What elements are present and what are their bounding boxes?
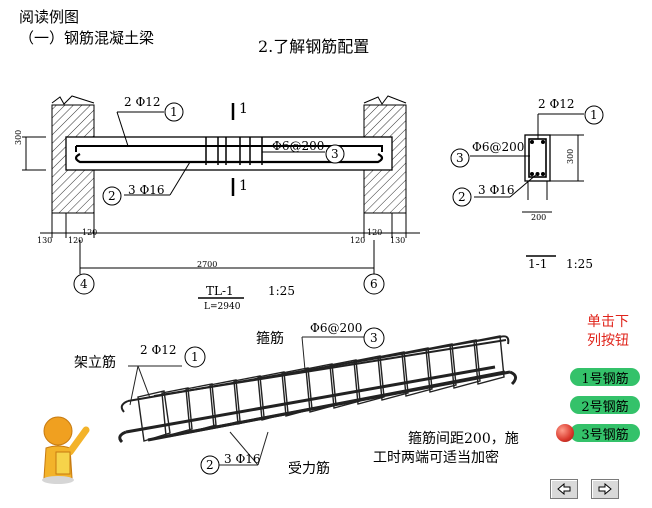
rebar-cage-3d bbox=[118, 327, 517, 475]
arrow-left-icon bbox=[557, 483, 571, 495]
dim-120-right-b: 120 bbox=[367, 228, 383, 237]
page-subtitle: （一）钢筋混凝土梁 bbox=[19, 29, 155, 47]
beam-name: TL-1 bbox=[206, 284, 234, 298]
elev-top-rebar: 2 Φ12 bbox=[124, 95, 161, 109]
dim-130-left: 130 bbox=[37, 236, 53, 245]
section-mark-top: 1 bbox=[239, 101, 248, 117]
axis-left: 4 bbox=[80, 277, 88, 291]
callout-2: 2 bbox=[108, 189, 116, 203]
xs-scale: 1:25 bbox=[566, 257, 593, 271]
xs-callout-2: 2 bbox=[458, 190, 466, 204]
cage-callout-2: 2 bbox=[206, 458, 214, 472]
stirrup-rebar: Φ6@200 bbox=[310, 321, 363, 335]
beam-elevation bbox=[22, 95, 420, 299]
page-title: 阅读例图 bbox=[19, 8, 80, 26]
xs-top-rebar: 2 Φ12 bbox=[538, 97, 575, 111]
xs-bottom-rebar: 3 Φ16 bbox=[478, 183, 515, 197]
main-rebar: 3 Φ16 bbox=[224, 452, 261, 466]
axis-right: 6 bbox=[370, 277, 378, 291]
elev-bottom-rebar: 3 Φ16 bbox=[128, 183, 165, 197]
xs-height-dim: 300 bbox=[566, 148, 575, 164]
cross-section bbox=[450, 105, 604, 257]
elev-scale: 1:25 bbox=[268, 284, 295, 298]
prev-button[interactable] bbox=[550, 479, 578, 499]
dim-120-right: 120 bbox=[350, 236, 366, 245]
stirrups bbox=[137, 335, 505, 442]
xs-stirrup: Φ6@200 bbox=[472, 140, 525, 154]
xs-callout-1: 1 bbox=[590, 108, 598, 122]
selected-indicator-icon bbox=[556, 424, 574, 442]
dim-120-left-b: 120 bbox=[82, 228, 98, 237]
elev-height-dim: 300 bbox=[14, 129, 23, 145]
cage-callout-3: 3 bbox=[370, 331, 378, 345]
stirrup-label: 箍筋 bbox=[256, 331, 284, 347]
rebar-1-button[interactable]: 1号钢筋 bbox=[570, 368, 640, 387]
note-line1: 箍筋间距200，施 bbox=[408, 431, 519, 447]
erection-rebar: 2 Φ12 bbox=[140, 343, 177, 357]
instruction-line-1: 单击下 bbox=[587, 314, 629, 330]
dim-130-right: 130 bbox=[390, 236, 406, 245]
next-button[interactable] bbox=[591, 479, 619, 499]
span-dim: 2700 bbox=[197, 260, 218, 269]
xs-width-dim: 200 bbox=[531, 213, 547, 222]
beam-length: L=2940 bbox=[204, 302, 241, 312]
elev-stirrup: Φ6@200 bbox=[272, 139, 325, 153]
arrow-right-icon bbox=[598, 483, 612, 495]
note-line2: 工时两端可适当加密 bbox=[373, 450, 499, 466]
erection-label: 架立筋 bbox=[74, 355, 116, 371]
dim-120-left: 120 bbox=[68, 236, 84, 245]
callout-1: 1 bbox=[170, 105, 178, 119]
main-label: 受力筋 bbox=[288, 461, 330, 477]
instruction-line-2: 列按钮 bbox=[587, 333, 629, 349]
instruction-text: 单击下 列按钮 bbox=[568, 313, 648, 351]
rebar-3-button[interactable]: 3号钢筋 bbox=[570, 424, 640, 443]
xs-name: 1-1 bbox=[528, 257, 548, 271]
pointing-figure-icon bbox=[42, 416, 90, 484]
cage-callout-1: 1 bbox=[191, 350, 199, 364]
rebar-2-button[interactable]: 2号钢筋 bbox=[570, 396, 640, 415]
section-heading: 2.了解钢筋配置 bbox=[258, 37, 370, 56]
xs-callout-3: 3 bbox=[456, 151, 464, 165]
callout-3: 3 bbox=[331, 147, 339, 161]
section-mark-bottom: 1 bbox=[239, 178, 248, 194]
